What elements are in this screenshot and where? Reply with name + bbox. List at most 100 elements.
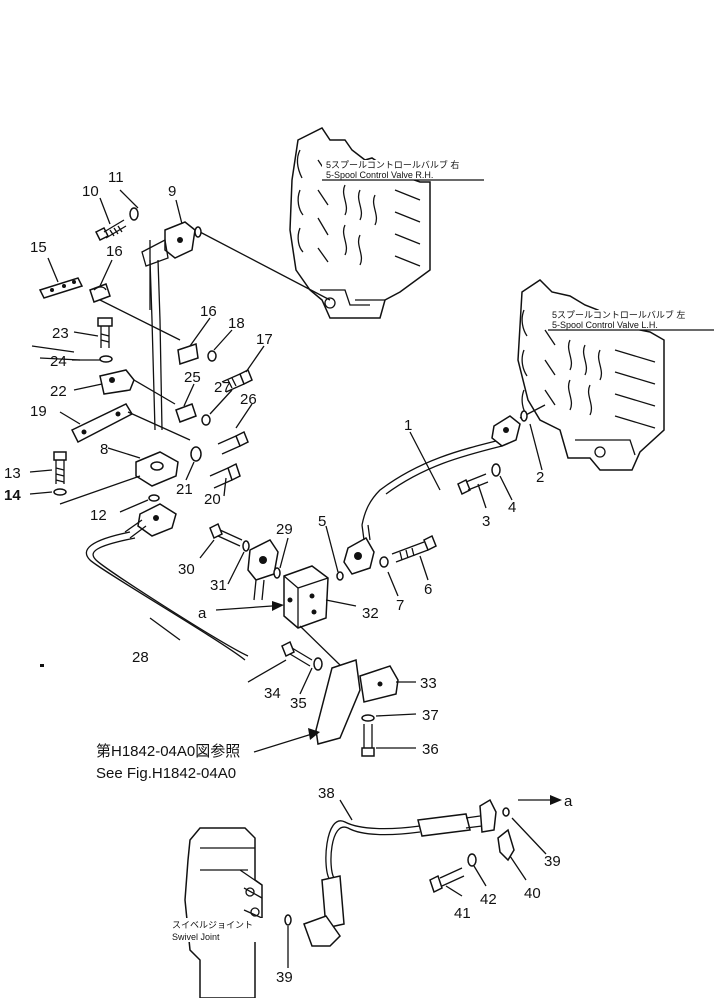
swivel-en-label: Swivel Joint: [172, 932, 220, 942]
callout-8: 8: [100, 441, 108, 458]
callout-16a: 16: [106, 243, 123, 260]
part-plate-15: [38, 277, 84, 299]
callout-5: 5: [318, 513, 326, 530]
part-washer-14: [53, 488, 67, 496]
hose-lines: [85, 231, 546, 881]
callout-41: 41: [454, 905, 471, 922]
leader-lines: [29, 189, 547, 968]
swivel-jp-label: スイベルジョイント: [172, 920, 253, 930]
part-oring-9: [194, 226, 202, 238]
part-flange-28: [124, 503, 177, 539]
callout-32: 32: [362, 605, 379, 622]
part-washer-37: [361, 714, 375, 722]
connector-a-38: a: [518, 793, 573, 810]
callout-1: 1: [404, 417, 412, 434]
callout-13: 13: [4, 465, 21, 482]
callout-16b: 16: [200, 303, 217, 320]
stray-mark: [40, 664, 44, 667]
valve-lh-jp-label: 5スプールコントロールバルブ 左: [552, 309, 685, 320]
part-oring-18: [207, 350, 217, 362]
part-bolt-26: [217, 430, 249, 455]
callout-10: 10: [82, 183, 99, 200]
part-clamp-16b: [177, 343, 199, 365]
callout-37: 37: [422, 707, 439, 724]
callout-4: 4: [508, 499, 516, 516]
callout-30: 30: [178, 561, 195, 578]
control-valve-lh: 5スプールコントロールバルブ 左 5-Spool Control Valve L…: [517, 279, 714, 471]
valve-rh-en-label: 5-Spool Control Valve R.H.: [326, 170, 433, 180]
part-clamp-16a: [89, 283, 181, 341]
callout-33: 33: [420, 675, 437, 692]
part-bolt-20: [209, 462, 241, 489]
part-clamp-25: [175, 403, 197, 423]
callout-9: 9: [168, 183, 176, 200]
part-washer-21: [190, 446, 202, 462]
callout-40: 40: [524, 885, 541, 902]
callout-38: 38: [318, 785, 335, 802]
callout-22: 22: [50, 383, 67, 400]
part-bolt-23: [97, 317, 113, 348]
part-flange-9: [141, 221, 196, 267]
reference-jp: 第H1842-04A0図参照: [96, 742, 240, 760]
callout-28: 28: [132, 649, 149, 666]
part-oring-27: [201, 414, 211, 426]
control-valve-rh: 5スプールコントロールバルブ 右 5-Spool Control Valve R…: [289, 127, 484, 319]
part-flange-2-lh: [491, 415, 521, 447]
part-clamp-22: [99, 369, 176, 405]
reference-note: 第H1842-04A0図参照 See Fig.H1842-04A0: [96, 728, 320, 782]
callout-29: 29: [276, 521, 293, 538]
part-flange-31: [247, 539, 279, 601]
part-washer-11: [129, 207, 139, 221]
callout-39a: 39: [544, 853, 561, 870]
connector-a-label-1: a: [198, 605, 207, 622]
part-bolt-17: [221, 368, 253, 393]
part-oring-29: [273, 567, 281, 579]
callout-39b: 39: [276, 969, 293, 986]
part-oring-12: [148, 494, 160, 502]
part-bolt-3: [457, 473, 489, 496]
part-fitting-38: [303, 798, 497, 947]
reference-en: See Fig.H1842-04A0: [96, 765, 236, 782]
callout-19: 19: [30, 403, 47, 420]
part-washer-42: [467, 853, 477, 867]
callout-31: 31: [210, 577, 227, 594]
callout-20: 20: [204, 491, 221, 508]
part-bolt-13: [53, 451, 67, 484]
connector-a-block: a: [198, 601, 284, 622]
callout-27: 27: [214, 379, 231, 396]
valve-rh-jp-label: 5スプールコントロールバルブ 右: [326, 159, 459, 170]
callout-14: 14: [4, 487, 21, 504]
part-oring-5: [336, 571, 344, 581]
callout-42: 42: [480, 891, 497, 908]
part-bolt-34: [281, 640, 313, 667]
connector-a-label-2: a: [564, 793, 573, 810]
part-bolt-30: [209, 522, 243, 547]
callout-17: 17: [256, 331, 273, 348]
part-oring-2: [520, 410, 528, 422]
callout-36: 36: [422, 741, 439, 758]
part-bracket-19: [70, 403, 191, 444]
part-bolt-6: [391, 534, 437, 563]
callout-18: 18: [228, 315, 245, 332]
callout-24: 24: [50, 353, 67, 370]
callout-3: 3: [482, 513, 490, 530]
part-flange-40: [497, 828, 515, 862]
part-oring-39b: [284, 914, 292, 926]
callout-numbers: 1 2 3 4 5 6 7 8 9 10 11 12 13 14 15 16 1…: [4, 169, 561, 986]
part-washer-31b: [242, 540, 250, 552]
callout-2: 2: [536, 469, 544, 486]
callout-34: 34: [264, 685, 281, 702]
callout-15: 15: [30, 239, 47, 256]
part-washer-35: [313, 657, 323, 671]
callout-23: 23: [52, 325, 69, 342]
part-flange-1: [343, 524, 375, 575]
callout-7: 7: [396, 597, 404, 614]
valve-lh-en-label: 5-Spool Control Valve L.H.: [552, 320, 658, 330]
part-block-32: [283, 565, 341, 666]
part-flange-8: [59, 451, 179, 505]
part-bolt-10: [94, 219, 127, 242]
part-bolt-36: [361, 724, 375, 757]
part-bolt-41: [429, 867, 465, 894]
callout-21: 21: [176, 481, 193, 498]
